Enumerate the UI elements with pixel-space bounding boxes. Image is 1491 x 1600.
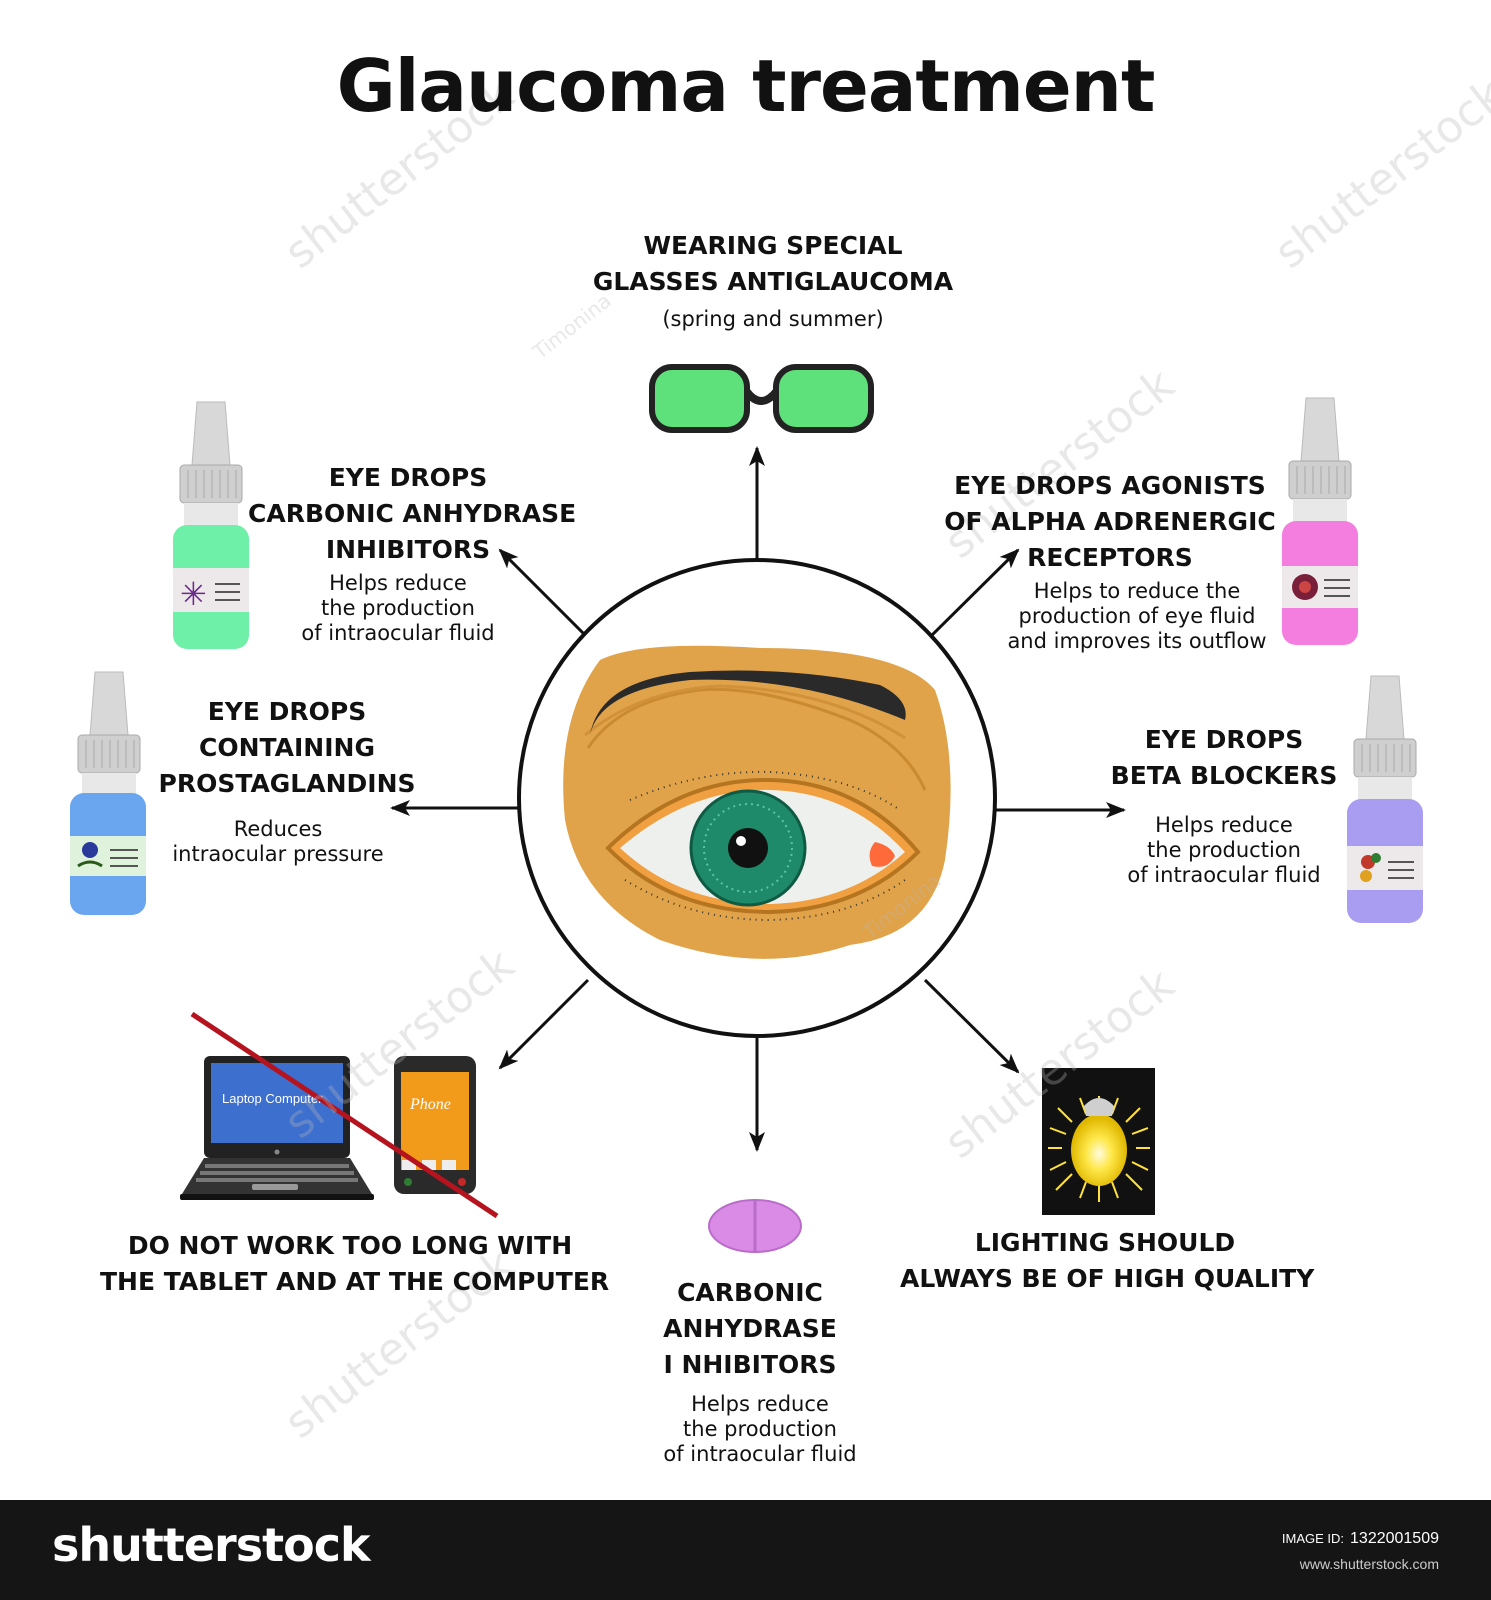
lighting-heading-line: LIGHTING SHOULD (974, 1228, 1236, 1257)
svg-text:✳: ✳ (180, 575, 207, 613)
alpha-drops-description-line: Helps to reduce the (1033, 579, 1241, 603)
purple-eye-drop-bottle-icon (1347, 675, 1423, 923)
prostaglandin-drops-description: Reduces intraocular pressure (160, 817, 396, 867)
image-id-value: 1322001509 (1350, 1530, 1439, 1547)
image-id: IMAGE ID: 1322001509 (1282, 1530, 1439, 1548)
carbonic-pills-description-line: of intraocular fluid (663, 1442, 857, 1466)
diagram-graphics: ✳ (70, 69, 1491, 1449)
glasses-heading: WEARING SPECIAL GLASSES ANTIGLAUCOMA (573, 228, 973, 300)
beta-blockers-heading-line: BETA BLOCKERS (1110, 761, 1338, 790)
prostaglandin-drops-description-line: intraocular pressure (172, 842, 384, 866)
alpha-drops-description-line: and improves its outflow (1007, 629, 1267, 653)
carbonic-drops-heading-line: INHIBITORS (325, 535, 491, 564)
carbonic-pills-description: Helps reduce the production of intraocul… (640, 1392, 880, 1467)
devices-warning-heading: DO NOT WORK TOO LONG WITH THE TABLET AND… (100, 1228, 610, 1300)
glasses-heading-line: GLASSES ANTIGLAUCOMA (592, 267, 954, 296)
image-id-label: IMAGE ID: (1281, 1531, 1345, 1546)
beta-blockers-description: Helps reduce the production of intraocul… (1104, 813, 1344, 888)
prostaglandin-drops-heading-line: EYE DROPS (207, 697, 367, 726)
carbonic-pills-heading-line: CARBONIC (677, 1278, 823, 1307)
infographic-canvas: ✳ (70, 44, 1491, 1467)
alpha-drops-heading: EYE DROPS AGONISTS OF ALPHA ADRENERGIC R… (940, 468, 1280, 576)
glasses-note: (spring and summer) (662, 307, 884, 331)
carbonic-pills-heading: CARBONIC ANHYDRASE I NHIBITORS (630, 1275, 870, 1383)
prostaglandin-drops-heading-line: CONTAINING (199, 733, 375, 762)
laptop-computer-icon: Laptop Computer (180, 1056, 374, 1200)
carbonic-pills-heading-line: I NHIBITORS (663, 1350, 837, 1379)
lighting-heading-line: ALWAYS BE OF HIGH QUALITY (900, 1264, 1315, 1293)
carbonic-drops-description: Helps reduce the production of intraocul… (278, 571, 518, 646)
beta-blockers-description-line: the production (1147, 838, 1301, 862)
blue-eye-drop-bottle-icon (70, 671, 146, 915)
central-eye-illustration (517, 558, 997, 1038)
prostaglandin-drops-description-line: Reduces (233, 817, 323, 841)
carbonic-drops-heading-line: EYE DROPS (328, 463, 488, 492)
carbonic-drops-heading-line: CARBONIC ANHYDRASE (248, 499, 577, 528)
carbonic-drops-description-line: of intraocular fluid (301, 621, 495, 645)
alpha-drops-heading-line: OF ALPHA ADRENERGIC (944, 507, 1276, 536)
beta-blockers-heading: EYE DROPS BETA BLOCKERS (1104, 722, 1344, 794)
pink-eye-drop-bottle-icon (1282, 397, 1358, 645)
arrow-to-devices (498, 978, 590, 1070)
devices-warning-heading-line: THE TABLET AND AT THE COMPUTER (100, 1267, 610, 1296)
carbonic-pills-description-line: the production (683, 1417, 837, 1441)
carbonic-drops-description-line: the production (321, 596, 475, 620)
light-bulb-lamp-icon (1042, 1068, 1155, 1215)
arrow-to-carbonic-drops (498, 548, 592, 642)
prostaglandin-drops-heading: EYE DROPS CONTAINING PROSTAGLANDINS (150, 694, 424, 802)
prohibition-strike-line (190, 1011, 499, 1219)
prostaglandin-drops-heading-line: PROSTAGLANDINS (158, 769, 416, 798)
antiglaucoma-glasses-icon (649, 364, 874, 433)
beta-blockers-description-line: Helps reduce (1155, 813, 1293, 837)
laptop-screen-label: Laptop Computer (222, 1091, 323, 1106)
arrows (390, 446, 1126, 1152)
alpha-drops-description: Helps to reduce the production of eye fl… (994, 579, 1280, 654)
carbonic-pills-heading-line: ANHYDRASE (663, 1314, 837, 1343)
stock-footer-bar: shutterstock IMAGE ID: 1322001509 www.shu… (0, 1500, 1491, 1600)
footer-brand-logo: shutterstock (52, 1518, 371, 1572)
glasses-heading-line: WEARING SPECIAL (643, 231, 903, 260)
carbonic-drops-heading: EYE DROPS CARBONIC ANHYDRASE INHIBITORS (248, 460, 577, 568)
carbonic-drops-description-line: Helps reduce (329, 571, 467, 595)
lighting-heading: LIGHTING SHOULD ALWAYS BE OF HIGH QUALIT… (900, 1225, 1315, 1297)
alpha-drops-heading-line: EYE DROPS AGONISTS (954, 471, 1266, 500)
alpha-drops-heading-line: RECEPTORS (1027, 543, 1193, 572)
green-eye-drop-bottle-icon: ✳ (173, 401, 249, 649)
arrow-to-alpha-drops (923, 548, 1020, 644)
devices-warning-heading-line: DO NOT WORK TOO LONG WITH (127, 1231, 573, 1260)
oral-pill-icon (708, 1199, 802, 1253)
alpha-drops-description-line: production of eye fluid (1018, 604, 1256, 628)
arrow-to-lighting (923, 978, 1020, 1074)
beta-blockers-description-line: of intraocular fluid (1127, 863, 1321, 887)
carbonic-pills-description-line: Helps reduce (691, 1392, 829, 1416)
beta-blockers-heading-line: EYE DROPS (1144, 725, 1304, 754)
page-title: Glaucoma treatment (336, 44, 1156, 128)
footer-site-link[interactable]: www.shutterstock.com (1299, 1556, 1439, 1572)
phone-screen-label: Phone (409, 1096, 451, 1113)
